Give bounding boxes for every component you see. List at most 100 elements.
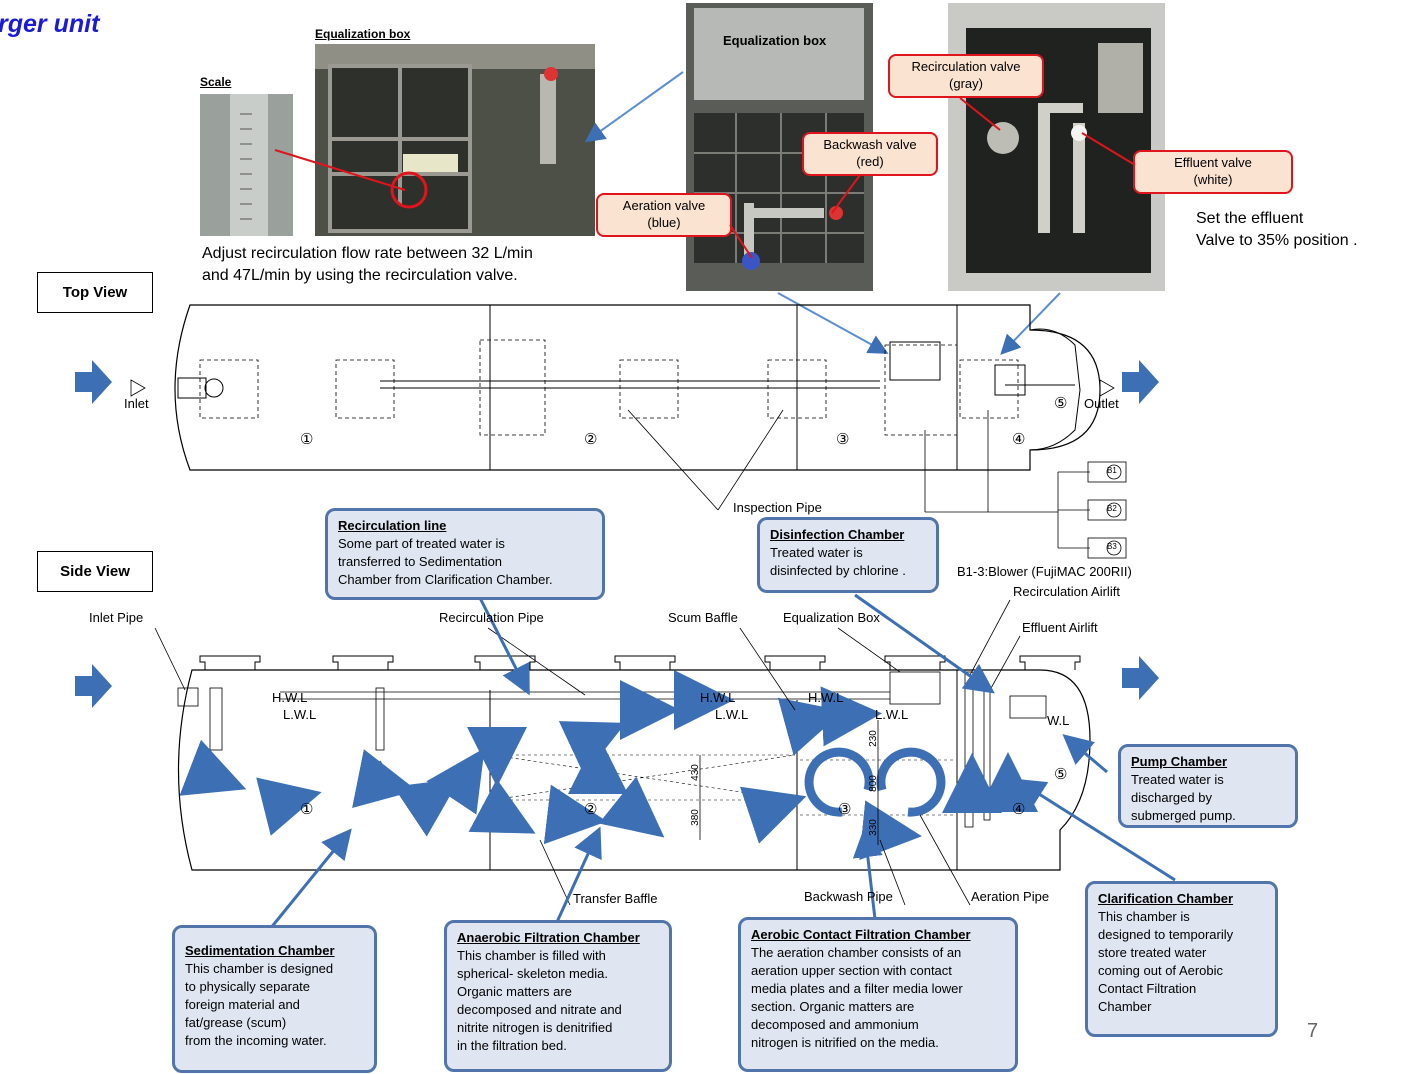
circulation-arrows <box>804 747 946 817</box>
inlet-label: Inlet <box>124 396 149 411</box>
clarification-title: Clarification Chamber <box>1098 891 1234 906</box>
top-view-pipes <box>177 341 1075 399</box>
recirculation-valve-callout: Recirculation valve (gray) <box>888 54 1044 98</box>
top-view-tank-outline <box>174 304 1101 471</box>
pump-text-1: Treated water is <box>1131 772 1224 787</box>
recirculation-caption-line1: Adjust recirculation flow rate between 3… <box>202 245 533 262</box>
recirculation-pipe-label: Recirculation Pipe <box>439 610 544 625</box>
anaerobic-title: Anaerobic Filtration Chamber <box>457 930 640 945</box>
lwl-label-3: L.W.L <box>875 707 909 722</box>
effluent-pointer <box>1081 132 1136 166</box>
anaerobic-text-5: nitrite nitrogen is denitrified <box>457 1020 613 1035</box>
side-label-leaders <box>154 599 1021 906</box>
clarification-text-4: coming out of Aerobic <box>1098 963 1224 978</box>
aeration-pointer <box>729 224 753 259</box>
photo-arrow-3 <box>1000 292 1061 355</box>
top-view-label: Top View <box>37 272 153 313</box>
effluent-caption: Set the effluent Valve to 35% position . <box>1196 208 1358 252</box>
inlet-pipe-label: Inlet Pipe <box>89 610 144 625</box>
equalization-photo-label-2: Equalization box <box>723 33 827 48</box>
side-inlet-arrow <box>75 664 112 708</box>
side-chamber-3: ③ <box>838 801 852 818</box>
photo-arrow-2 <box>777 292 889 354</box>
aeration-valve-callout: Aeration valve (blue) <box>596 193 732 237</box>
aerobic-text-3: media plates and a filter media lower <box>751 981 963 996</box>
recirculation-airlift-label: Recirculation Airlift <box>1013 584 1120 599</box>
wl-label: W.L <box>1047 713 1070 728</box>
aerobic-text-4: section. Organic matters are <box>751 999 915 1014</box>
anaerobic-text-2: spherical- skeleton media. <box>457 966 609 981</box>
hwl-label-2: H.W.L <box>700 690 736 705</box>
recirc-pointer <box>959 97 1001 131</box>
lwl-label-2: L.W.L <box>715 707 749 722</box>
top-chamber-3: ③ <box>836 431 850 448</box>
aeration-valve-name: Aeration valve <box>622 198 706 213</box>
clarification-text-1: This chamber is <box>1098 909 1190 924</box>
scale-highlight-circle <box>390 171 428 209</box>
outlet-triangle-icon <box>1099 379 1115 397</box>
anaerobic-filtration-box: Anaerobic Filtration Chamber This chambe… <box>444 920 672 1072</box>
scale-connector <box>274 149 406 191</box>
backwash-valve-name: Backwash valve <box>823 137 917 152</box>
recirculation-caption-line2: and 47L/min by using the recirculation v… <box>202 267 518 284</box>
disinfection-chamber-box: Disinfection Chamber Treated water is di… <box>757 517 939 593</box>
top-chamber-4: ④ <box>1012 431 1026 448</box>
dim-800: 800 <box>867 775 879 792</box>
pump-title: Pump Chamber <box>1131 754 1228 769</box>
flow-arrows <box>179 670 1038 861</box>
scale-photo-graphic <box>200 94 293 236</box>
scale-photo-label: Scale <box>200 75 232 89</box>
anaerobic-text-4: decomposed and nitrate and <box>457 1002 622 1017</box>
scale-photo <box>200 94 293 236</box>
side-outlet-arrow <box>1122 656 1159 700</box>
aeration-valve-color: (blue) <box>647 215 681 230</box>
dim-430: 430 <box>689 764 701 781</box>
anaerobic-text-1: This chamber is filled with <box>457 948 606 963</box>
recirculation-line-box: Recirculation line Some part of treated … <box>325 508 605 600</box>
side-chamber-5: ⑤ <box>1054 766 1068 783</box>
clarification-text-6: Chamber <box>1098 999 1152 1014</box>
backwash-pointer <box>831 174 861 214</box>
aerobic-text-6: nitrogen is nitrified on the media. <box>751 1035 939 1050</box>
pump-text-2: discharged by <box>1131 790 1212 805</box>
dim-230: 230 <box>867 730 879 747</box>
recirculation-line-title: Recirculation line <box>338 518 447 533</box>
top-chamber-5: ⑤ <box>1054 395 1068 412</box>
side-chamber-4: ④ <box>1012 801 1026 818</box>
aerobic-text-1: The aeration chamber consists of an <box>751 945 962 960</box>
inlet-triangle-icon <box>130 379 146 397</box>
top-view-pump-housing <box>1029 328 1081 451</box>
side-chamber-1: ① <box>300 801 314 818</box>
disinfection-text-2: disinfected by chlorine . <box>770 563 906 578</box>
blower-b2-label: B2 <box>1107 504 1117 513</box>
dimension-lines <box>699 720 879 845</box>
sedimentation-text-3: foreign material and <box>185 997 300 1012</box>
blower-b3-label: B3 <box>1107 542 1117 551</box>
backwash-valve-color: (red) <box>856 154 884 169</box>
recirculation-line-text-2: transferred to Sedimentation <box>338 554 503 569</box>
clarification-text-3: store treated water <box>1098 945 1207 960</box>
equalization-box-label: Equalization Box <box>783 610 880 625</box>
sedimentation-text-4: fat/grease (scum) <box>185 1015 287 1030</box>
outlet-label: Outlet <box>1084 396 1119 411</box>
box-pointer-arrows <box>268 593 1176 930</box>
sedimentation-text-1: This chamber is designed <box>185 961 334 976</box>
valve-box-photo-1 <box>686 3 873 291</box>
dim-330: 330 <box>867 819 879 836</box>
side-chamber-2: ② <box>584 801 598 818</box>
sedimentation-title: Sedimentation Chamber <box>185 943 335 958</box>
lwl-label-1: L.W.L <box>283 707 317 722</box>
anaerobic-text-3: Organic matters are <box>457 984 572 999</box>
inspection-pipe-leaders <box>627 409 784 511</box>
top-inlet-arrow <box>75 360 112 404</box>
aerobic-contact-filtration-box: Aerobic Contact Filtration Chamber The a… <box>738 917 1018 1072</box>
sedimentation-text-5: from the incoming water. <box>185 1033 327 1048</box>
blower-lines <box>924 410 1127 559</box>
sedimentation-text-2: to physically separate <box>185 979 311 994</box>
aerobic-text-5: decomposed and ammonium <box>751 1017 919 1032</box>
clarification-text-2: designed to temporarily <box>1098 927 1234 942</box>
recirculation-caption: Adjust recirculation flow rate between 3… <box>202 243 533 287</box>
backwash-valve-callout: Backwash valve (red) <box>802 132 938 176</box>
anaerobic-text-6: in the filtration bed. <box>457 1038 567 1053</box>
